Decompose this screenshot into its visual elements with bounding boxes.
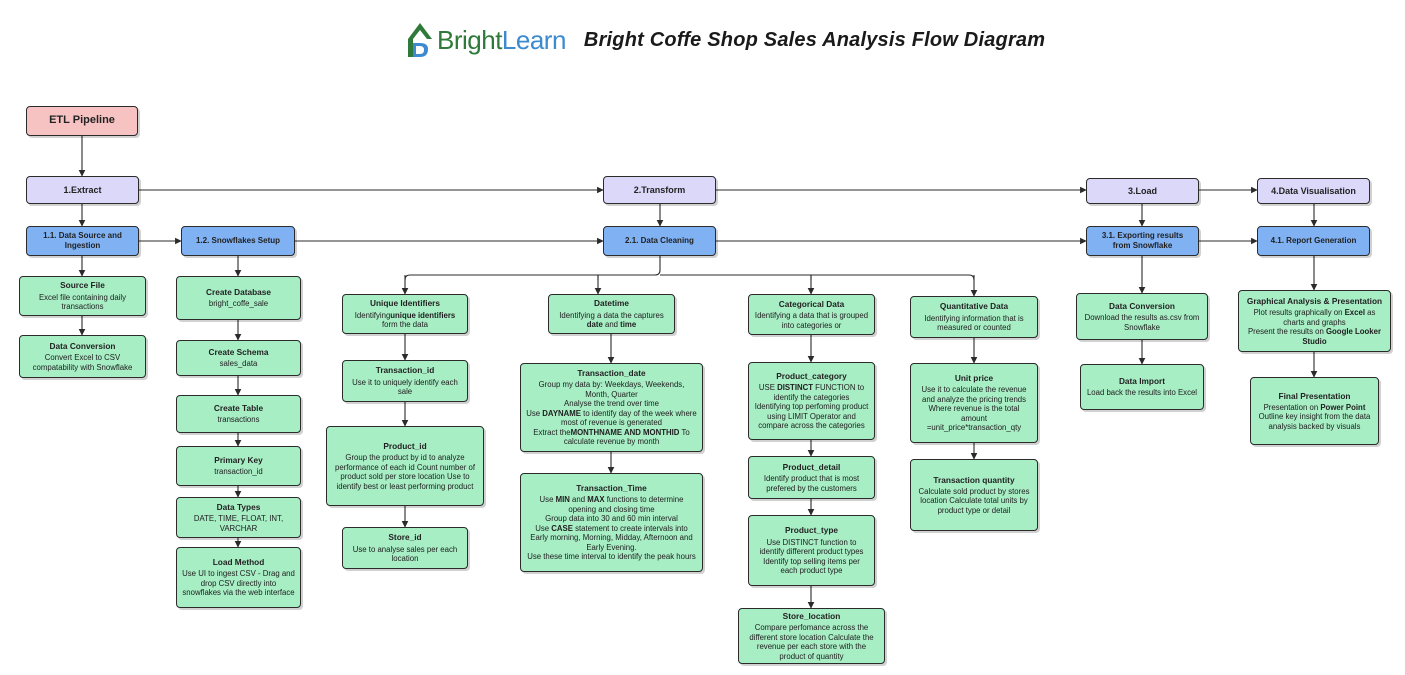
node-transform[interactable]: 2.Transform [603, 176, 716, 204]
node-transaction-id[interactable]: Transaction_id Use it to uniquely identi… [342, 360, 468, 402]
brightlearn-logo: BrightLearn [405, 21, 566, 59]
logo-mark-icon [408, 23, 432, 57]
node-data-conversion-csv[interactable]: Data Conversion Convert Excel to CSV com… [19, 335, 146, 378]
node-data-visualisation[interactable]: 4.Data Visualisation [1257, 178, 1370, 204]
logo-learn-text: Learn [501, 24, 567, 55]
node-desc: Download the results as.csv from Snowfla… [1084, 313, 1200, 332]
node-desc: Convert Excel to CSV compatability with … [32, 353, 133, 372]
node-desc: transaction_id [214, 467, 263, 477]
node-create-database[interactable]: Create Database bright_coffe_sale [176, 276, 301, 320]
node-etl-pipeline[interactable]: ETL Pipeline [26, 106, 138, 136]
node-report-generation[interactable]: 4.1. Report Generation [1257, 226, 1370, 256]
node-desc: Compare perfomance across the different … [749, 623, 874, 661]
node-desc: Load back the results into Excel [1086, 388, 1198, 398]
node-source-file[interactable]: Source File Excel file containing daily … [19, 276, 146, 316]
node-title: Product_category [776, 371, 847, 382]
node-title: Create Database [205, 287, 272, 298]
node-desc: bright_coffe_sale [208, 299, 269, 309]
node-desc: Use to analyse sales per each location [352, 544, 458, 564]
node-store-id[interactable]: Store_id Use to analyse sales per each l… [342, 527, 468, 569]
node-title: Quantitative Data [939, 301, 1009, 312]
node-desc: transactions [217, 415, 260, 425]
node-desc: Use UI to ingest CSV - Drag and drop CSV… [182, 569, 295, 598]
node-desc: Use it to uniquely identify each sale [352, 377, 458, 397]
node-title: Transaction_id [375, 365, 435, 376]
node-transaction-time[interactable]: Transaction_Time Use MIN and MAX functio… [520, 473, 703, 572]
node-desc: Use DISTINCT function to identify differ… [759, 537, 864, 576]
node-title: Unit price [954, 373, 994, 384]
node-graphical-analysis[interactable]: Graphical Analysis & Presentation Plot r… [1238, 290, 1391, 352]
node-desc: Excel file containing daily transactions [38, 292, 127, 312]
node-title: Product_id [383, 440, 427, 451]
node-load-method[interactable]: Load Method Use UI to ingest CSV - Drag … [176, 547, 301, 608]
node-final-presentation[interactable]: Final Presentation Presentation on Power… [1250, 377, 1379, 445]
node-datetime[interactable]: Datetime Identifying a data the captures… [548, 294, 675, 334]
node-title: Create Schema [208, 347, 269, 358]
node-unique-identifiers[interactable]: Unique Identifiers Identifyingunique ide… [342, 294, 468, 334]
node-desc: Use it to calculate the revenue and anal… [921, 385, 1027, 433]
node-desc: Identify product that is most prefered b… [763, 474, 860, 493]
node-title: Unique Identifiers [369, 298, 441, 309]
node-title: Transaction quantity [933, 474, 1015, 485]
node-extract[interactable]: 1.Extract [26, 176, 139, 204]
node-create-schema[interactable]: Create Schema sales_data [176, 340, 301, 376]
node-title: Load Method [212, 557, 265, 568]
node-desc: Plot results graphically on Excel as cha… [1247, 308, 1382, 346]
node-desc: Identifying a data that is grouped into … [754, 311, 869, 330]
node-data-source-ingestion[interactable]: 1.1. Data Source and Ingestion [26, 226, 139, 256]
node-create-table[interactable]: Create Table transactions [176, 395, 301, 433]
node-title: Transaction_date [577, 368, 646, 379]
node-title: Categorical Data [778, 298, 845, 309]
page-title: Bright Coffe Shop Sales Analysis Flow Di… [583, 28, 1046, 51]
node-product-category[interactable]: Product_category USE DISTINCT FUNCTION t… [748, 362, 875, 440]
node-unit-price[interactable]: Unit price Use it to calculate the reven… [910, 363, 1038, 443]
node-transaction-date[interactable]: Transaction_date Group my data by: Weekd… [520, 363, 703, 452]
node-title: Store_id [388, 532, 422, 543]
node-desc: Presentation on Power Point Outline key … [1258, 402, 1371, 431]
node-title: Create Table [213, 403, 264, 414]
node-title: Final Presentation [1278, 390, 1351, 401]
edge-cleaning-bus [404, 256, 975, 281]
node-desc: Identifyingunique identifiers form the d… [354, 310, 456, 330]
node-title: Graphical Analysis & Presentation [1246, 295, 1383, 306]
logo-bright-text: Bright [437, 24, 502, 55]
node-store-location[interactable]: Store_location Compare perfomance across… [738, 608, 885, 664]
node-product-type[interactable]: Product_type Use DISTINCT function to id… [748, 515, 875, 586]
node-data-conversion-download[interactable]: Data Conversion Download the results as.… [1076, 293, 1208, 340]
node-desc: DATE, TIME, FLOAT, INT, VARCHAR [193, 514, 284, 533]
node-snowflakes-setup[interactable]: 1.2. Snowflakes Setup [181, 226, 295, 256]
node-data-import[interactable]: Data Import Load back the results into E… [1080, 364, 1204, 410]
node-load[interactable]: 3.Load [1086, 178, 1199, 204]
node-desc: sales_data [219, 359, 258, 369]
node-desc: Identifying a data the captures date and… [559, 310, 664, 330]
node-primary-key[interactable]: Primary Key transaction_id [176, 446, 301, 486]
node-desc: Group the product by id to analyze perfo… [335, 453, 475, 491]
node-data-cleaning[interactable]: 2.1. Data Cleaning [603, 226, 716, 256]
node-quantitative-data[interactable]: Quantitative Data Identifying informatio… [910, 296, 1038, 338]
node-desc: USE DISTINCT FUNCTION to identify the ca… [754, 383, 869, 431]
node-exporting-results[interactable]: 3.1. Exporting results from Snowflake [1086, 226, 1199, 256]
node-desc: Use MIN and MAX functions to determine o… [527, 495, 696, 562]
node-categorical-data[interactable]: Categorical Data Identifying a data that… [748, 294, 875, 335]
node-title: Transaction_Time [576, 483, 647, 494]
node-product-id[interactable]: Product_id Group the product by id to an… [326, 426, 484, 506]
node-data-types[interactable]: Data Types DATE, TIME, FLOAT, INT, VARCH… [176, 497, 301, 538]
node-title: Datetime [593, 298, 630, 309]
node-product-detail[interactable]: Product_detail Identify product that is … [748, 456, 875, 499]
node-title: Data Types [216, 501, 261, 512]
node-title: Primary Key [214, 455, 263, 466]
node-title: Store_location [782, 610, 841, 621]
node-title: Product_detail [782, 461, 841, 472]
node-title: Product_type [784, 525, 839, 536]
node-title: Source File [60, 280, 105, 291]
node-title: Data Conversion [1109, 300, 1175, 311]
node-desc: Identifying information that is measured… [924, 313, 1024, 333]
header: BrightLearn Bright Coffe Shop Sales Anal… [405, 18, 1045, 62]
node-title: Data Import [1118, 376, 1166, 387]
node-desc: Group my data by: Weekdays, Weekends, Mo… [526, 380, 697, 447]
node-title: Data Conversion [49, 340, 116, 351]
node-transaction-quantity[interactable]: Transaction quantity Calculate sold prod… [910, 459, 1038, 531]
node-desc: Calculate sold product by stores locatio… [918, 486, 1030, 515]
